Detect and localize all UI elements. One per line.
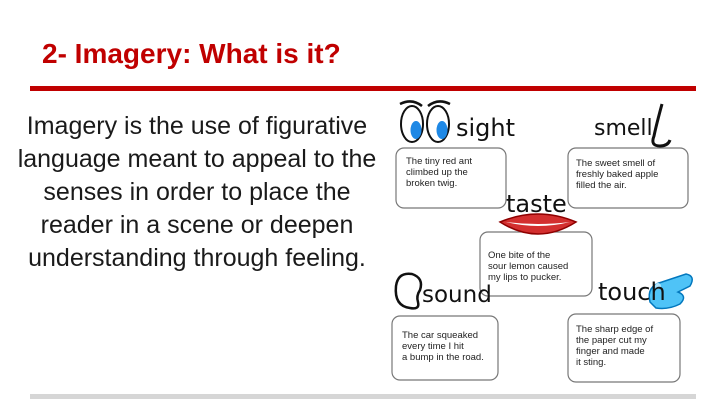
smell-word: smell [594, 116, 653, 141]
touch-caption: The sharp edge of the paper cut my finge… [576, 324, 654, 368]
smell-caption: The sweet smell of freshly baked apple f… [576, 158, 659, 191]
taste-word: taste [506, 190, 567, 218]
definition-text: Imagery is the use of figurative languag… [17, 112, 377, 272]
sound-word: sound [422, 282, 492, 308]
taste-caption: One bite of the sour lemon caused my lip… [488, 250, 569, 283]
sight-bubble [395, 147, 507, 209]
sight-caption: The tiny red ant climbed up the broken t… [406, 156, 473, 189]
ear-icon [394, 272, 423, 310]
slide-title: 2- Imagery: What is it? [42, 38, 341, 69]
eyes-icon [399, 100, 451, 143]
lips-icon [498, 213, 578, 235]
senses-illustration: sight smell taste sound touch The tiny r… [388, 96, 700, 388]
sight-word: sight [456, 114, 516, 142]
touch-bubble [567, 313, 681, 383]
bottom-divider [30, 394, 696, 399]
nose-icon [651, 103, 672, 148]
title-underline [30, 86, 696, 91]
sound-caption: The car squeaked every time I hit a bump… [402, 330, 484, 363]
smell-bubble [567, 147, 689, 209]
sound-bubble [391, 315, 499, 381]
hand-icon [648, 273, 693, 310]
senses-graphic [391, 100, 693, 383]
touch-word: touch [598, 278, 666, 306]
